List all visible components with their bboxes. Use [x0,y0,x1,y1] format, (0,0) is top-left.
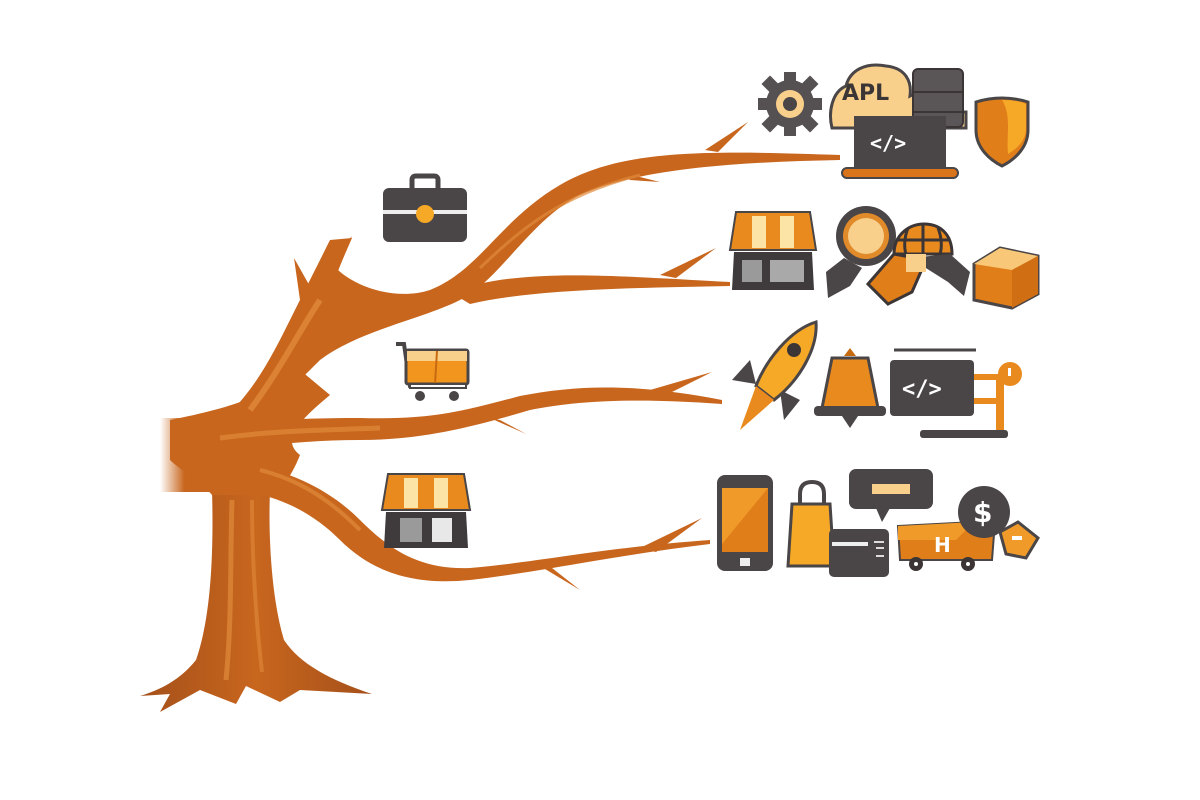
globe-icon [865,220,976,306]
magnifier-icon [822,202,898,302]
storefront-icon-2 [728,210,818,292]
briefcase-icon [382,173,468,244]
dollar-coin-icon: $ [956,484,1012,540]
chat-bubble-icon [848,468,934,524]
branch-2 [450,275,730,304]
bell-icon [812,348,888,430]
tag-icon [996,520,1040,560]
truck-label: H [934,533,951,557]
coin-label: $ [973,496,992,529]
code-label: </> [870,131,906,155]
limb-upper [210,152,840,440]
rocket-icon [730,320,822,432]
code-monitor-icon: </> [840,116,960,182]
api-label: APL [842,81,889,106]
storefront-icon [380,472,472,552]
shield-icon [972,96,1032,168]
gear-icon [756,70,824,138]
branch-3 [200,387,722,455]
code-label-2: </> [902,377,942,402]
credit-card-icon [828,528,890,578]
code-monitor-icon-2: </> [890,346,1030,442]
box-icon [970,244,1042,310]
shopping-cart-icon [392,338,472,404]
smartphone-icon [716,474,774,572]
